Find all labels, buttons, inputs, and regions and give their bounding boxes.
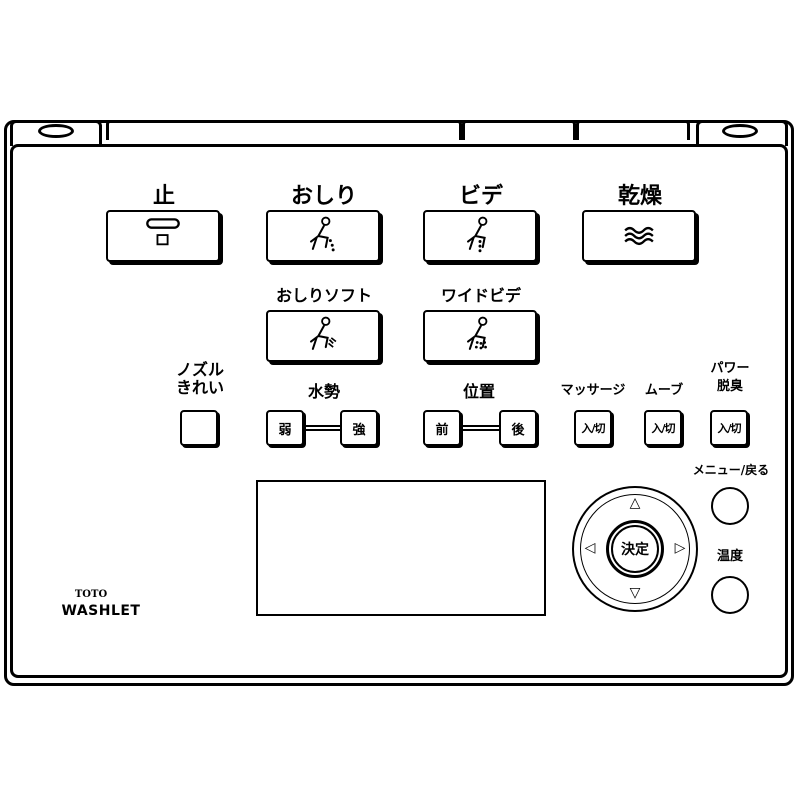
- dpad-down-icon[interactable]: ▽: [629, 585, 641, 601]
- stop-label: 止: [152, 184, 175, 209]
- dry-button[interactable]: [582, 210, 696, 262]
- lcd-display: [256, 480, 546, 616]
- temperature-button[interactable]: [711, 576, 749, 614]
- nozzle-clean-button[interactable]: [180, 410, 218, 446]
- nozzle-clean-label-1: ノズル: [175, 360, 224, 379]
- dpad-right-icon[interactable]: ▷: [674, 540, 686, 556]
- wide-bidet-label: ワイドビデ: [440, 286, 521, 305]
- stop-button[interactable]: [106, 210, 220, 262]
- position-label: 位置: [462, 382, 495, 401]
- position-back-button[interactable]: 後: [499, 410, 537, 446]
- frame-top-tab-center-right: [576, 120, 690, 140]
- dpad-left-icon[interactable]: ◁: [584, 540, 596, 556]
- power-deodorize-label-2: 脱臭: [716, 379, 743, 394]
- menu-back-button[interactable]: [711, 487, 749, 525]
- maker-logo: TOTO: [74, 589, 108, 600]
- menu-back-label: メニュー/戻る: [692, 463, 770, 477]
- temperature-label: 温度: [716, 549, 743, 564]
- rear-wash-button[interactable]: [266, 210, 380, 262]
- bidet-button[interactable]: [423, 210, 537, 262]
- water-pressure-rail: [302, 425, 342, 431]
- water-pressure-weak-button[interactable]: 弱: [266, 410, 304, 446]
- frame-top-tab-center: [462, 120, 576, 140]
- position-front-button[interactable]: 前: [423, 410, 461, 446]
- massage-label: マッサージ: [560, 383, 626, 398]
- rear-soft-button[interactable]: [266, 310, 380, 362]
- power-deodorize-toggle-button[interactable]: 入/切: [710, 410, 748, 446]
- position-rail: [459, 425, 501, 431]
- dry-label: 乾燥: [617, 184, 662, 209]
- product-logo: WASHLET: [61, 603, 141, 619]
- frame-top-tab-center-left: [106, 120, 462, 140]
- water-pressure-label: 水勢: [307, 382, 340, 401]
- move-toggle-button[interactable]: 入/切: [644, 410, 682, 446]
- bidet-label: ビデ: [458, 184, 503, 209]
- massage-toggle-button[interactable]: 入/切: [574, 410, 612, 446]
- water-pressure-strong-button[interactable]: 強: [340, 410, 378, 446]
- move-label: ムーブ: [644, 383, 684, 398]
- mount-hole-right-icon: [722, 124, 758, 138]
- wide-bidet-button[interactable]: [423, 310, 537, 362]
- dpad-up-icon[interactable]: △: [629, 495, 641, 511]
- nozzle-clean-label-2: きれい: [175, 378, 224, 397]
- mount-hole-left-icon: [38, 124, 74, 138]
- rear-soft-wash-icon: [309, 316, 337, 350]
- rear-wash-label: おしり: [290, 184, 357, 209]
- dry-wave-icon: [624, 227, 654, 245]
- bidet-wash-icon: [466, 216, 488, 253]
- power-deodorize-label-1: パワー: [710, 361, 750, 376]
- confirm-label: 決定: [621, 542, 649, 558]
- rear-soft-label: おしりソフト: [275, 286, 372, 305]
- rear-wash-icon: [309, 216, 335, 252]
- wide-bidet-icon: [466, 316, 488, 350]
- confirm-button[interactable]: 決定: [611, 525, 659, 573]
- stop-square-icon: [146, 218, 180, 246]
